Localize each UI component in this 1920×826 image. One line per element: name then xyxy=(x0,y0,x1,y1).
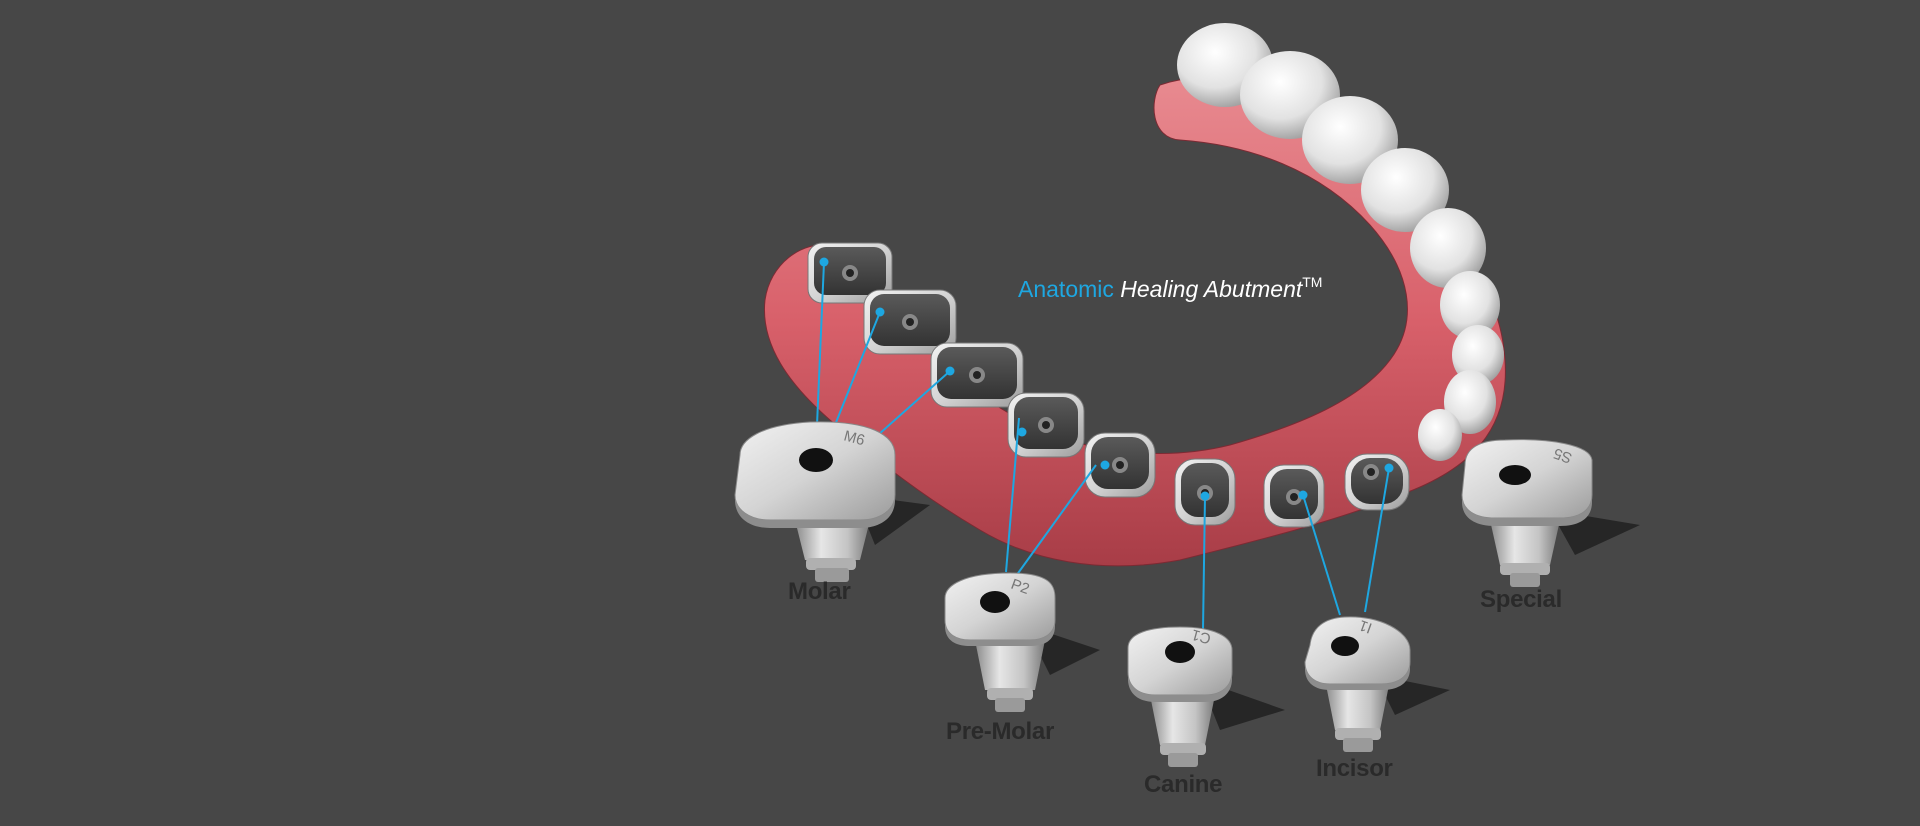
title-product: Healing Abutment xyxy=(1120,276,1303,302)
canine-abutment: C1 xyxy=(1127,626,1285,767)
label-canine: Canine xyxy=(1144,771,1223,798)
label-molar: Molar xyxy=(788,578,851,605)
canine-code: C1 xyxy=(1190,626,1213,647)
special-code: S5 xyxy=(1551,444,1574,466)
incisor-abutment: I1 xyxy=(1304,616,1450,752)
label-premolar: Pre-Molar xyxy=(946,718,1054,745)
premolar-code: P2 xyxy=(1009,576,1032,598)
callout-lines xyxy=(816,261,1390,631)
title-trademark: TM xyxy=(1302,274,1323,290)
premolar-abutment: P2 xyxy=(944,572,1100,712)
label-incisor: Incisor xyxy=(1316,755,1393,782)
incisor-code: I1 xyxy=(1357,616,1375,636)
special-abutment: S5 xyxy=(1461,439,1640,587)
molar-abutment: M6 xyxy=(734,421,930,582)
label-special: Special xyxy=(1480,586,1562,613)
gum-arch xyxy=(763,77,1506,567)
teeth-row xyxy=(1177,23,1504,461)
title-brand: Anatomic xyxy=(1018,276,1114,302)
product-title: Anatomic Healing AbutmentTM xyxy=(1018,274,1323,303)
molar-code: M6 xyxy=(842,427,867,449)
